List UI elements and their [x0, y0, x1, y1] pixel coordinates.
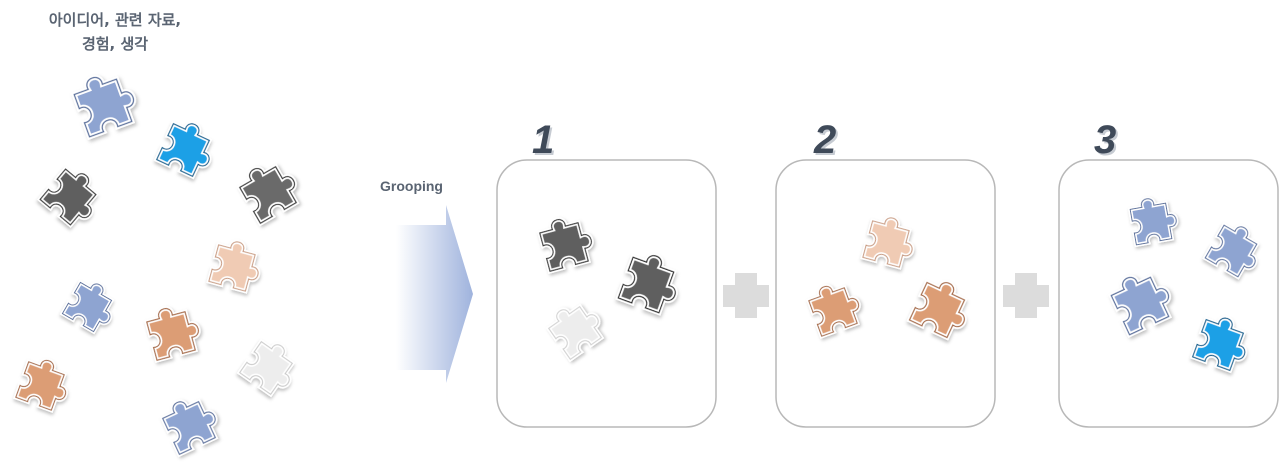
- group-number-2: 2: [814, 118, 837, 162]
- group-number-1: 1: [532, 118, 555, 162]
- group-box-2: [775, 159, 996, 428]
- source-label: 아이디어, 관련 자료, 경험, 생각: [20, 8, 210, 56]
- plus-icon: [1003, 273, 1049, 318]
- plus-icon: [723, 273, 769, 318]
- source-label-line-2: 경험, 생각: [81, 35, 149, 53]
- group-number-3: 3: [1094, 118, 1117, 162]
- puzzle-piece-icon: [40, 163, 107, 230]
- arrow-label: Grooping: [380, 178, 443, 194]
- puzzle-piece-icon: [209, 237, 265, 293]
- puzzle-piece-icon: [71, 67, 141, 137]
- puzzle-piece-icon: [16, 354, 75, 413]
- puzzle-piece-icon: [235, 155, 303, 223]
- group-box-1: [496, 159, 717, 428]
- arrow-right-icon: [396, 205, 473, 383]
- puzzle-piece-icon: [60, 273, 124, 338]
- puzzle-piece-icon: [159, 391, 223, 455]
- source-label-line-1: 아이디어, 관련 자료,: [48, 11, 182, 29]
- puzzle-piece-icon: [240, 335, 304, 399]
- puzzle-piece-icon: [157, 116, 221, 180]
- puzzle-piece-icon: [145, 302, 204, 361]
